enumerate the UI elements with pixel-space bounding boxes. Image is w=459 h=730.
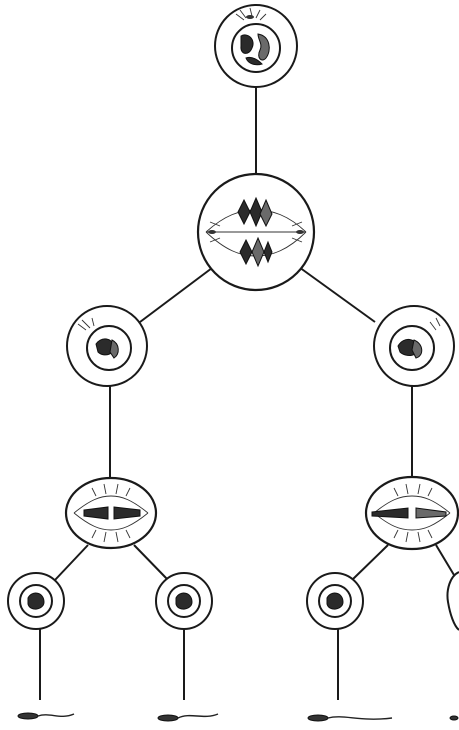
- spermatid-4-cell: [447, 572, 459, 630]
- link-left-m2-to-spermatid-2: [134, 545, 168, 580]
- chromosome-icon: [28, 593, 44, 609]
- sperm-3-icon: [308, 715, 392, 721]
- spermatid-2-cell: [156, 573, 212, 629]
- sperm-1-icon: [18, 713, 74, 719]
- centrosome-left-icon: [208, 230, 216, 234]
- link-right-m2-to-spermatid-4: [436, 545, 454, 575]
- link-left-m2-to-spermatid-1: [55, 545, 88, 580]
- meiosis-two-right-cell: [366, 477, 458, 549]
- sperm-2-icon: [158, 714, 218, 721]
- link-right-m2-to-spermatid-3: [352, 545, 388, 580]
- meiosis-one-cell: [198, 174, 314, 290]
- primary-spermatocyte-cell: [215, 5, 297, 87]
- centrosome-right-icon: [296, 230, 304, 234]
- link-meiosis1-to-left: [140, 262, 220, 322]
- spermatid-3-cell: [307, 573, 363, 629]
- chromosome-icon: [176, 593, 192, 609]
- sperm-4-icon: [450, 716, 458, 720]
- spermatid-1-cell: [8, 573, 64, 629]
- chromosome-icon: [327, 593, 343, 609]
- secondary-spermatocyte-right-cell: [374, 306, 454, 386]
- meiosis-two-left-cell: [66, 478, 156, 548]
- link-meiosis1-to-right: [292, 262, 375, 322]
- secondary-spermatocyte-left-cell: [67, 306, 147, 386]
